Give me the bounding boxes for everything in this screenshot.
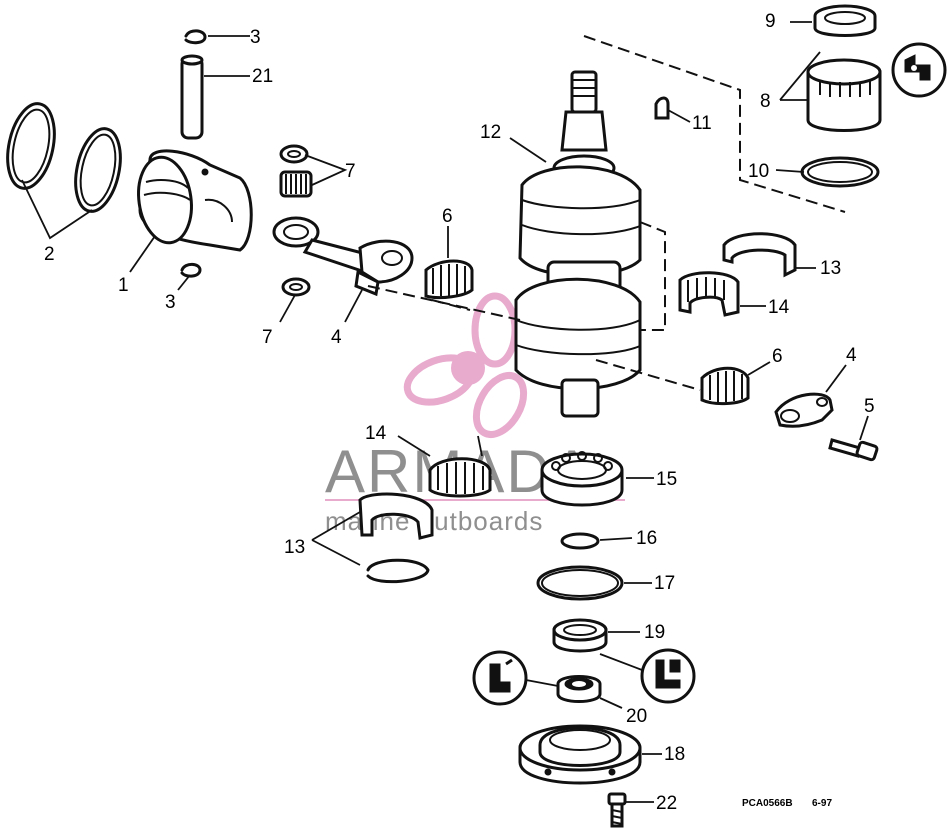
connecting-rod (272, 216, 414, 297)
label-part-18: 18 (664, 744, 685, 765)
retaining-ring-bottom (180, 262, 202, 278)
label-part-13-left: 13 (284, 537, 305, 558)
part-number-labels: 1 2 3 3 4 4 5 6 6 7 7 8 9 10 11 12 13 13… (44, 11, 875, 814)
label-part-14-right: 14 (768, 297, 790, 318)
label-part-1: 1 (118, 275, 129, 296)
o-ring (536, 565, 624, 601)
label-part-12: 12 (480, 122, 501, 143)
label-part-9: 9 (765, 11, 776, 32)
retaining-ring-16 (560, 532, 600, 550)
piston (137, 149, 253, 252)
lubricant-icon (640, 648, 696, 704)
label-part-4-cap: 4 (846, 345, 857, 366)
label-part-5: 5 (864, 396, 875, 417)
watermark-tagline: marine outboards (325, 506, 543, 536)
housing-screw (607, 792, 627, 828)
label-part-20: 20 (626, 706, 647, 727)
bearing-half-right (678, 271, 740, 317)
label-part-13-right: 13 (820, 258, 841, 279)
bearing-cage-lower (700, 366, 750, 406)
bearing-half-lower (428, 457, 492, 498)
rod-cap (774, 392, 834, 428)
propeller-logo (403, 292, 528, 438)
label-part-14-left: 14 (365, 423, 387, 444)
label-part-19: 19 (644, 622, 665, 643)
label-part-22: 22 (656, 793, 677, 814)
lower-seal (552, 618, 608, 653)
wrist-pin (180, 54, 204, 140)
leader-lines (21, 21, 869, 803)
label-part-7-top: 7 (345, 161, 356, 182)
label-part-15: 15 (656, 469, 677, 490)
figure-date: 6-97 (812, 798, 832, 809)
crankshaft (514, 70, 642, 418)
label-part-3-bottom: 3 (165, 292, 176, 313)
rod-screw (828, 438, 879, 462)
label-part-7-bottom: 7 (262, 327, 273, 348)
label-part-10: 10 (748, 161, 769, 182)
bearing-retainer-left (358, 492, 434, 540)
small-seal (556, 675, 602, 703)
label-part-6-lower: 6 (772, 346, 783, 367)
label-part-3-top: 3 (250, 27, 261, 48)
piston-rings (6, 102, 122, 213)
upper-seal-bearing-assembly (800, 4, 882, 188)
bearing-retainer-right (722, 232, 797, 278)
retaining-ring-left (366, 558, 430, 584)
label-part-4-rod: 4 (331, 327, 342, 348)
label-part-16: 16 (636, 528, 657, 549)
label-part-2: 2 (44, 244, 55, 265)
label-part-21: 21 (252, 66, 273, 87)
assembly-lines (367, 35, 846, 391)
label-part-17: 17 (654, 573, 675, 594)
label-part-11: 11 (692, 113, 712, 134)
figure-code: PCA0566B (742, 798, 793, 809)
ball-bearing (540, 451, 624, 507)
bearing-housing (518, 724, 642, 785)
retaining-ring-top (184, 29, 207, 45)
tool-icon (891, 42, 947, 98)
label-part-6-upper: 6 (442, 206, 453, 227)
sealant-icon (472, 650, 528, 706)
label-part-8: 8 (760, 91, 771, 112)
woodruff-key (654, 96, 670, 120)
bearing-cage-upper (424, 259, 474, 300)
needle-bearings (279, 144, 313, 297)
